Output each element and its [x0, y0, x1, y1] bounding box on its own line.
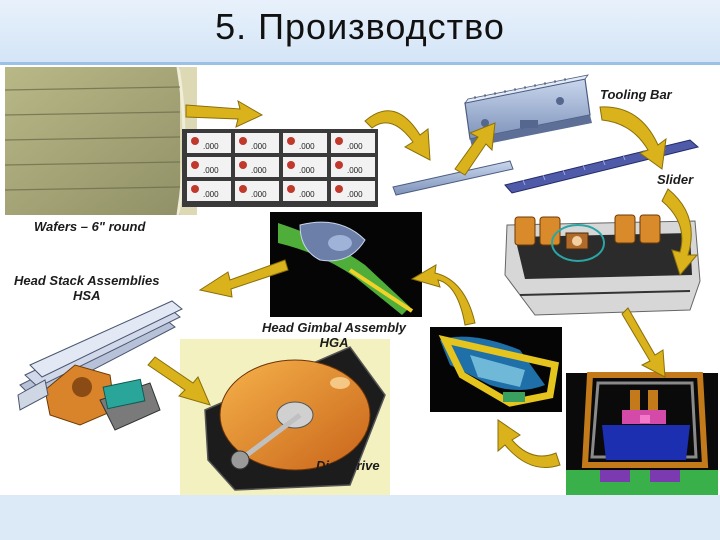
svg-text:.000: .000 [299, 166, 315, 175]
hsa-image [17, 300, 183, 431]
disk-drive-image [180, 339, 390, 495]
svg-text:.000: .000 [203, 142, 219, 151]
arrow-chips-to-toolingbar-icon [364, 110, 431, 161]
arrow-hsa-to-diskdrive-icon [147, 356, 211, 406]
flow-arrows [147, 99, 699, 468]
svg-text:.000: .000 [299, 142, 315, 151]
arrow-closeup-to-head-icon [621, 307, 666, 378]
hga-flex-closeup-image [430, 327, 562, 412]
label-tooling-bar: Tooling Bar [600, 87, 672, 102]
head-closeup-image [566, 372, 718, 495]
slide-title: 5. Производство [215, 6, 505, 47]
arrow-flex-to-hga-icon [410, 264, 476, 326]
svg-text:.000: .000 [251, 166, 267, 175]
label-disk-drive: Disk Drive [316, 458, 380, 473]
label-hga: Head Gimbal Assembly HGA [262, 320, 406, 350]
svg-text:.000: .000 [347, 166, 363, 175]
slider-chip: .000 [283, 181, 327, 201]
production-diagram: .000 .000 .000 .000 .000 .000 .000 .000 .000 .000… [0, 65, 720, 495]
tooling-bar-image [392, 74, 592, 196]
svg-text:.000: .000 [347, 142, 363, 151]
svg-text:.000: .000 [251, 190, 267, 199]
svg-text:.000: .000 [203, 190, 219, 199]
label-hga-line2: HGA [319, 335, 349, 350]
label-hsa-line1: Head Stack Assemblies [14, 273, 160, 288]
title-divider [0, 62, 720, 65]
slider-closeup-image [504, 214, 701, 316]
label-slider: Slider [657, 172, 694, 187]
hga-image [270, 212, 422, 317]
slider-chip: .000 [187, 157, 231, 177]
slider-chip: .000 [235, 181, 279, 201]
slider-chip-grid: .000 .000 .000 .000 .000 .000 .000 .000 .000 .000… [182, 129, 378, 207]
svg-text:.000: .000 [347, 190, 363, 199]
label-hsa-line2: HSA [73, 288, 101, 303]
title-band [0, 0, 720, 62]
slider-chip: .000 [331, 157, 375, 177]
svg-text:.000: .000 [299, 190, 315, 199]
arrow-sliderbar-to-closeup-icon [661, 188, 699, 277]
arrow-head-to-flex-icon [497, 419, 561, 468]
slider-chip: .000 [235, 133, 279, 153]
arrow-strip-to-toolingbar-icon [454, 122, 496, 176]
svg-text:.000: .000 [203, 166, 219, 175]
slider-chip: .000 [331, 133, 375, 153]
label-hsa: Head Stack Assemblies HSA [14, 273, 159, 303]
footer-band [0, 495, 720, 540]
slider-chip: .000 [283, 157, 327, 177]
slider-chip: .000 [187, 181, 231, 201]
slider-chip: .000 [331, 181, 375, 201]
arrow-hga-to-hsa-icon [198, 259, 289, 298]
production-flow-graphic: .000 .000 .000 .000 .000 .000 .000 .000 .000 .000… [4, 66, 718, 495]
svg-text:.000: .000 [251, 142, 267, 151]
slider-chip: .000 [235, 157, 279, 177]
slider-chip: .000 [283, 133, 327, 153]
label-wafers: Wafers – 6" round [34, 219, 146, 234]
arrow-toolingbar-to-slider-icon [599, 106, 667, 170]
wafer-image [4, 66, 197, 216]
arrow-wafer-to-chips-icon [185, 99, 264, 128]
slider-chip: .000 [187, 133, 231, 153]
label-hga-line1: Head Gimbal Assembly [262, 320, 407, 335]
